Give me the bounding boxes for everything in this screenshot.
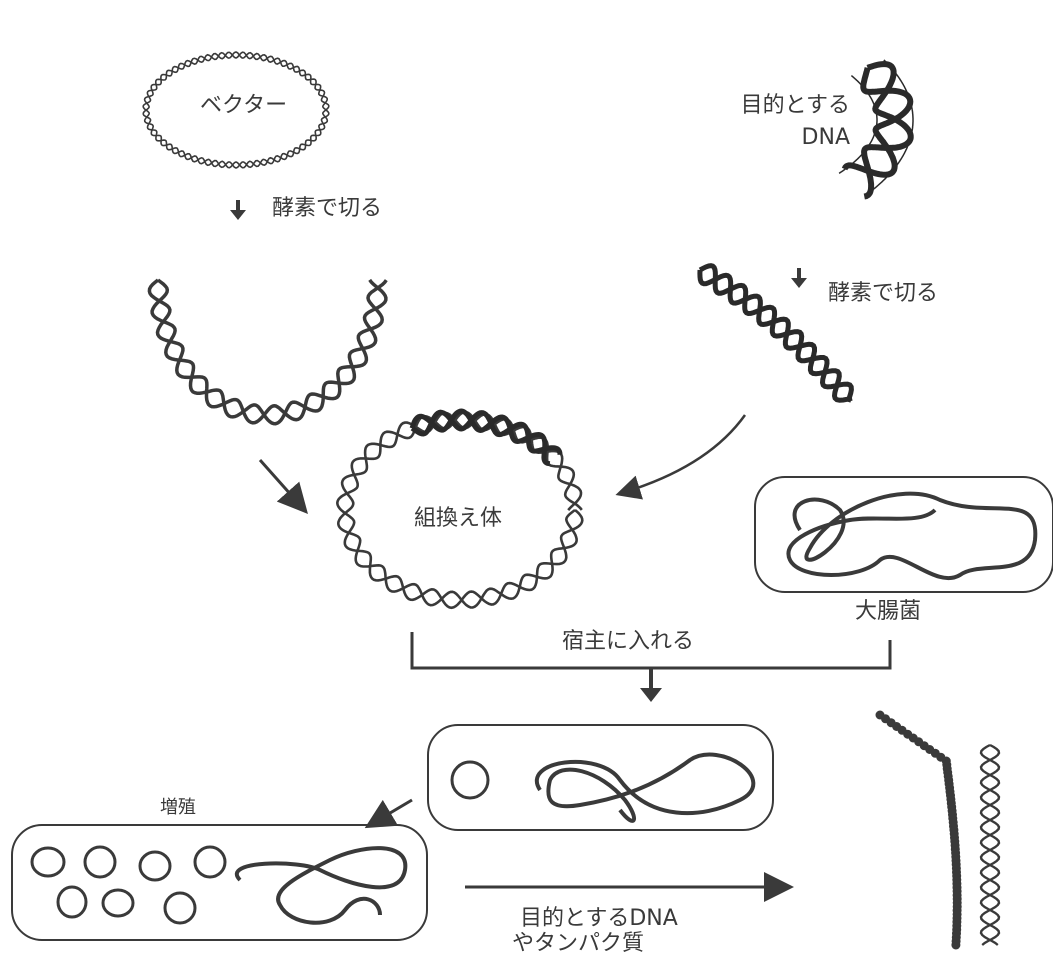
arrow-fragment-to-recombinant bbox=[625, 415, 745, 492]
cut-enzyme-label-left: 酵素で切る bbox=[272, 195, 382, 223]
ecoli-label: 大腸菌 bbox=[855, 598, 921, 626]
cut-arrow-right bbox=[791, 268, 807, 288]
ecoli-cell bbox=[755, 477, 1053, 592]
insert-host-label: 宿主に入れる bbox=[562, 628, 694, 656]
target-dna-label-line1: 目的とする bbox=[720, 92, 850, 120]
protein-chain bbox=[876, 711, 962, 950]
target-dna-strand bbox=[839, 60, 913, 197]
proliferation-label: 増殖 bbox=[160, 797, 196, 820]
transformed-cell bbox=[428, 725, 773, 830]
target-dna-label-line2: DNA bbox=[760, 124, 850, 152]
proliferated-cell bbox=[12, 825, 427, 940]
cut-arrow-left bbox=[230, 200, 246, 220]
recombinant-label: 組換え体 bbox=[414, 505, 502, 533]
product-label-line2: やタンパク質 bbox=[512, 930, 644, 958]
product-label-line1: 目的とするDNA bbox=[520, 905, 678, 933]
product-dna-helix bbox=[981, 745, 999, 945]
cut-enzyme-label-right: 酵素で切る bbox=[828, 280, 938, 308]
cut-vector-strand bbox=[149, 280, 386, 424]
arrow-vector-to-recombinant bbox=[260, 460, 300, 505]
vector-label: ベクター bbox=[200, 92, 287, 120]
arrow-to-proliferation bbox=[375, 800, 412, 822]
